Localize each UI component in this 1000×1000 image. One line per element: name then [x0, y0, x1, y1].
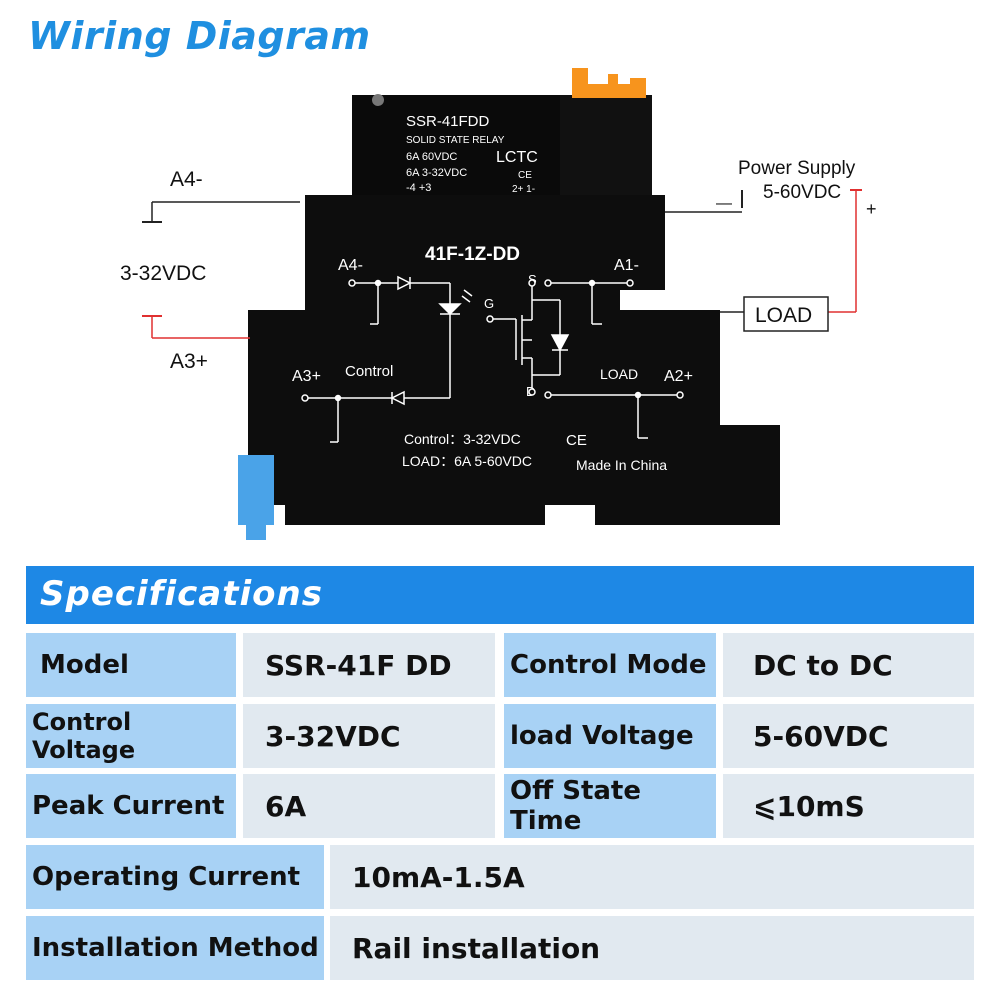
mosfet-gate-label: G — [484, 296, 494, 311]
power-supply-label: Power Supply — [738, 158, 856, 179]
spec-label-off-state-time: Off State Time — [504, 774, 716, 838]
power-plus-sign: + — [866, 199, 877, 219]
power-voltage-label: 5-60VDC — [763, 182, 841, 203]
relay-module — [352, 95, 570, 200]
relay-brand: LCTC — [496, 149, 538, 166]
wire-a4-label: A4- — [170, 168, 203, 191]
terminal-a1-label: A1- — [614, 257, 639, 274]
relay-pins: -4 +3 — [406, 182, 431, 194]
load-label: LOAD — [600, 366, 638, 382]
spec-value-operating-current: 10mA-1.5A — [330, 845, 974, 909]
relay-model: SSR-41FDD — [406, 113, 490, 130]
control-label: Control — [345, 363, 393, 380]
specifications-header: Specifications — [26, 566, 974, 624]
internal-circuit — [301, 275, 684, 443]
relay-side-block — [560, 95, 652, 200]
spec-label-control-voltage: Control Voltage — [26, 704, 236, 768]
wire-a3-label: A3+ — [170, 350, 208, 373]
terminal-a3-label: A3+ — [292, 368, 321, 385]
page-title: Wiring Diagram — [28, 14, 371, 58]
made-in-label: Made In China — [576, 457, 667, 473]
relay-pins-right: 2+ 1- — [512, 184, 535, 195]
spec-value-load-voltage: 5-60VDC — [723, 704, 974, 768]
spec-label-control-mode: Control Mode — [504, 633, 716, 697]
specifications-title: Specifications — [40, 574, 323, 614]
base-ce-mark: CE — [566, 432, 587, 449]
terminal-a4-label: A4- — [338, 257, 363, 274]
load-box-label: LOAD — [755, 304, 812, 327]
relay-rating-2: 6A 3-32VDC — [406, 167, 467, 179]
base-model: 41F-1Z-DD — [425, 244, 520, 265]
orange-clip-icon — [572, 68, 646, 98]
rail-clip-tab — [246, 510, 266, 540]
spec-value-model: SSR-41F DD — [243, 633, 495, 697]
relay-screw — [372, 94, 384, 106]
terminal-a2-label: A2+ — [664, 368, 693, 385]
spec-value-control-mode: DC to DC — [723, 633, 974, 697]
spec-value-peak-current: 6A — [243, 774, 495, 838]
spec-label-peak-current: Peak Current — [26, 774, 236, 838]
relay-ce-mark: CE — [518, 170, 532, 181]
load-box — [743, 296, 829, 332]
control-spec: Control：3-32VDC — [404, 431, 521, 447]
load-spec: LOAD：6A 5-60VDC — [402, 453, 532, 469]
spec-value-off-state-time: ⩽10mS — [723, 774, 974, 838]
relay-base — [248, 195, 780, 525]
spec-label-installation-method: Installation Method — [26, 916, 324, 980]
spec-value-control-voltage: 3-32VDC — [243, 704, 495, 768]
spec-label-load-voltage: load Voltage — [504, 704, 716, 768]
power-minus-sign: — — [716, 195, 732, 212]
spec-label-model: Model — [26, 633, 236, 697]
control-voltage-label: 3-32VDC — [120, 262, 206, 285]
spec-value-installation-method: Rail installation — [330, 916, 974, 980]
wiring-diagram: SSR-41FDD SOLID STATE RELAY 6A 60VDC 6A … — [120, 68, 877, 540]
relay-rating-1: 6A 60VDC — [406, 151, 457, 163]
relay-type: SOLID STATE RELAY — [406, 135, 505, 146]
spec-label-operating-current: Operating Current — [26, 845, 324, 909]
